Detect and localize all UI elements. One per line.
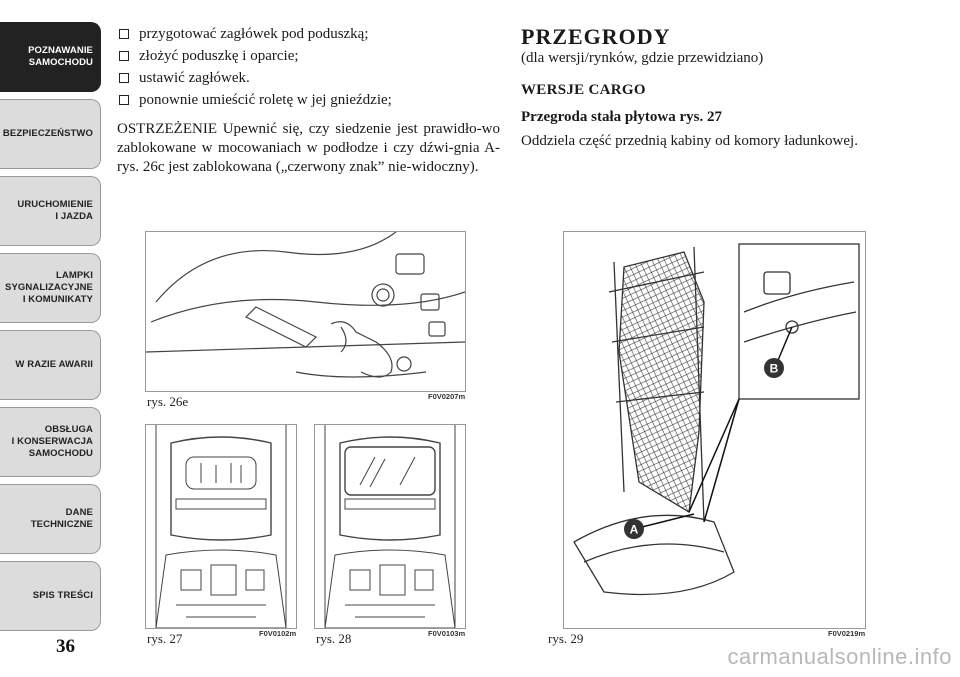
page-number: 36 [56, 636, 75, 657]
figure-caption: rys. 26e [147, 394, 189, 409]
tab-obsluga-i-konserwacja[interactable]: OBSŁUGA I KONSERWACJA SAMOCHODU [0, 407, 101, 477]
figure-code: F0V0103m [428, 629, 466, 638]
tab-label: W RAZIE AWARII [15, 359, 93, 370]
tab-bezpieczenstwo[interactable]: BEZPIECZEŃSTWO [0, 99, 101, 169]
tab-label: SPIS TREŚCI [32, 590, 93, 601]
list-item: przygotować zagłówek pod poduszką; [117, 25, 500, 44]
checkbox-bullet-icon [119, 29, 129, 39]
tab-label: POZNAWANIE SAMOCHODU [28, 45, 93, 68]
section-title: PRZEGRODY [521, 24, 671, 49]
partition-panel-illustration [155, 425, 287, 628]
seat-lock-illustration [146, 232, 465, 378]
marker-b-icon [764, 358, 784, 378]
figure-caption: rys. 29 [548, 631, 584, 646]
tab-label: URUCHOMIENIE I JAZDA [17, 199, 93, 222]
tab-uruchomienie-i-jazda[interactable]: URUCHOMIENIE I JAZDA [0, 176, 101, 246]
checkbox-bullet-icon [119, 73, 129, 83]
tab-w-razie-awarii[interactable]: W RAZIE AWARII [0, 330, 101, 400]
tab-label: DANE TECHNICZNE [30, 507, 93, 530]
figure-27 [145, 424, 297, 629]
figure-code: F0V0207m [428, 392, 466, 401]
section-heading: WERSJE CARGO [521, 82, 646, 98]
right-text-column: PRZEGRODY (dla wersji/rynków, gdzie prze… [521, 25, 911, 151]
watermark: carmanualsonline.info [727, 644, 952, 669]
list-item: złożyć poduszkę i oparcie; [117, 47, 500, 66]
marker-a-label: A [630, 523, 639, 537]
tab-label: OBSŁUGA I KONSERWACJA SAMOCHODU [11, 424, 93, 459]
tab-label: BEZPIECZEŃSTWO [2, 128, 93, 139]
marker-b-label: B [770, 362, 779, 376]
body-paragraph: Oddziela część przednią kabiny od komory… [521, 133, 858, 149]
figure-caption: rys. 27 [147, 631, 183, 646]
instruction-list: przygotować zagłówek pod poduszką; złoży… [117, 25, 500, 110]
checkbox-bullet-icon [119, 95, 129, 105]
figure-code: F0V0219m [828, 629, 866, 638]
left-text-column: przygotować zagłówek pod poduszką; złoży… [117, 25, 500, 177]
list-item: ponownie umieścić roletę w jej gnieździe… [117, 91, 500, 110]
tab-dane-techniczne[interactable]: DANE TECHNICZNE [0, 484, 101, 554]
figure-28 [314, 424, 466, 629]
section-subtitle: (dla wersji/rynków, gdzie przewidziano) [521, 50, 764, 66]
tab-spis-tresci[interactable]: SPIS TREŚCI [0, 561, 101, 631]
figure-26e [145, 231, 466, 392]
checkbox-bullet-icon [119, 51, 129, 61]
partition-window-illustration [324, 425, 456, 628]
mesh-partition-illustration: A B [573, 243, 860, 596]
tab-lampki-sygnalizacyjne[interactable]: LAMPKI SYGNALIZACYJNE I KOMUNIKATY [0, 253, 101, 323]
figure-caption: rys. 28 [316, 631, 352, 646]
subsection-heading: Przegroda stała płytowa rys. 27 [521, 109, 722, 125]
tab-poznawanie-samochodu[interactable]: POZNAWANIE SAMOCHODU [0, 22, 101, 92]
figure-29: A B [563, 231, 866, 629]
figure-code: F0V0102m [259, 629, 297, 638]
list-item: ustawić zagłówek. [117, 69, 500, 88]
tab-label: LAMPKI SYGNALIZACYJNE I KOMUNIKATY [5, 270, 93, 305]
marker-a-icon [624, 519, 644, 539]
warning-paragraph: OSTRZEŻENIE Upewnić się, czy siedzenie j… [117, 121, 500, 175]
